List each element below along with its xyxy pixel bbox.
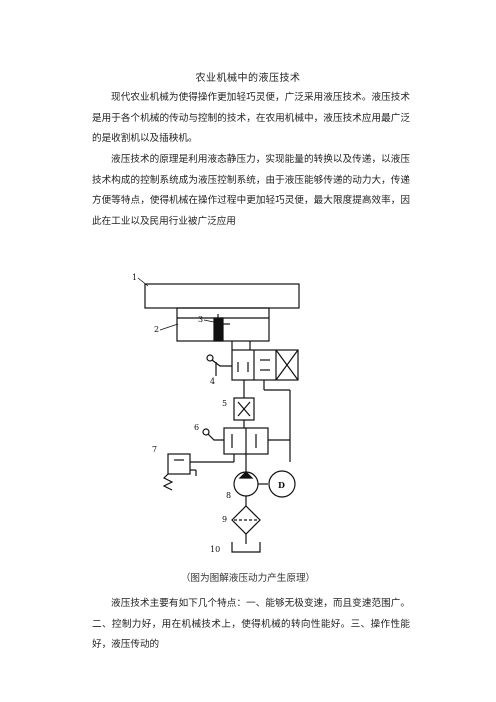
page-title: 农业机械中的液压技术 [195,73,301,84]
relief-valve [167,453,191,475]
directional-valve [231,349,299,381]
part-label-6: 6 [194,423,199,432]
piston [213,317,224,342]
part-label-5: 5 [222,399,227,408]
part-label-8: 8 [226,491,231,500]
paragraph-intro-text: 现代农业机械为使得操作更加轻巧灵便，广泛采用液压技术。液压技术是用于各个机械的传… [92,92,410,144]
part-label-7: 7 [152,445,157,454]
part-label-2: 2 [154,325,159,334]
part-label-3: 3 [198,315,203,324]
oil-tank [231,542,261,553]
part-label-10: 10 [210,545,220,554]
figure-caption: （图为图解液压动力产生原理） [180,573,316,584]
part-label-9: 9 [222,515,227,524]
part-label-4: 4 [210,377,215,386]
part-label-1: 1 [132,273,137,282]
paragraph-principle: 液压技术的原理是利用液态静压力，实现能量的转换以及传递，以液压技术构成的控制系统… [92,150,410,232]
paragraph-features: 液压技术主要有如下几个特点：一、能够无极变速，而且变速范围广。二、控制力好，用在… [92,594,410,656]
paragraph-intro: 现代农业机械为使得操作更加轻巧灵便，广泛采用液压技术。液压技术是用于各个机械的传… [92,88,410,150]
electric-motor [268,470,296,498]
hydraulic-circuit-diagram: 1 2 3 4 5 6 7 8 9 10 D [132,273,300,554]
paragraph-features-text: 液压技术主要有如下几个特点：一、能够无极变速，而且变速范围广。二、控制力好，用在… [92,598,410,650]
load-cylinder [144,283,300,309]
motor-label: D [278,480,285,490]
paragraph-principle-text: 液压技术的原理是利用液态静压力，实现能量的转换以及传递，以液压技术构成的控制系统… [92,154,410,227]
